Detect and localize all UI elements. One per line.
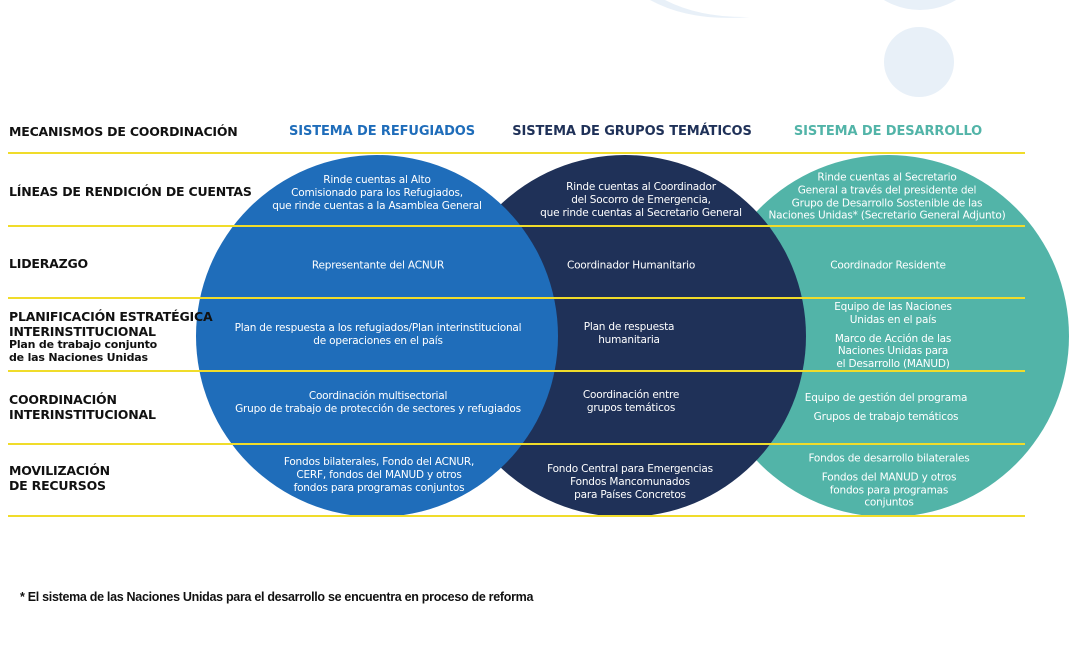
cell-line: Rinde cuentas al Alto [323, 173, 431, 186]
footnote: * El sistema de las Naciones Unidas para… [20, 590, 534, 604]
cell-refugiados-movilizacion: Fondos bilaterales, Fondo del ACNUR,CERF… [284, 456, 474, 494]
cell-line: para Países Concretos [574, 488, 686, 501]
row-label-line: DE RECURSOS [9, 478, 106, 493]
cell-line: Grupo de Desarrollo Sostenible de las [791, 197, 983, 209]
cell-line: Coordinador Residente [830, 259, 946, 272]
row-sublabel-line: Plan de trabajo conjunto [9, 338, 157, 351]
cell-line: fondos para programas conjuntos [293, 481, 465, 494]
row-label-coordinacion: COORDINACIÓN INTERINSTITUCIONAL [9, 392, 156, 422]
desarrollo-circle [707, 155, 1069, 517]
row-label-line: PLANIFICACIÓN ESTRATÉGICA [9, 309, 213, 324]
cell-line: Comisionado para los Refugiados, [291, 186, 463, 199]
row-divider [8, 297, 1025, 299]
cell-line: el Desarrollo (MANUD) [836, 358, 950, 371]
cell-line: Plan de respuesta a los refugiados/Plan … [234, 322, 522, 335]
cell-line: conjuntos [864, 496, 914, 509]
cell-line: Plan de respuesta [583, 321, 675, 334]
cell-line: General a través del presidente del [797, 184, 977, 197]
decorative-small-circle [884, 27, 954, 97]
cell-line: Fondo Central para Emergencias [547, 462, 713, 475]
row-divider [8, 225, 1025, 227]
cell-line: Representante del ACNUR [311, 259, 445, 272]
refugiados-circle [196, 155, 558, 517]
cell-line: Fondos de desarrollo bilaterales [808, 452, 970, 465]
row-label-movilizacion: MOVILIZACIÓN DE RECURSOS [9, 463, 110, 493]
row-divider [8, 152, 1025, 154]
cell-line: Fondos bilaterales, Fondo del ACNUR, [283, 455, 475, 468]
cell-line: Naciones Unidas* (Secretario General Adj… [768, 209, 1006, 222]
cell-refugiados-planificacion: Plan de respuesta a los refugiados/Plan … [235, 322, 522, 348]
cell-line: Grupo de trabajo de protección de sector… [235, 403, 521, 415]
row-label-line: INTERINSTITUCIONAL [9, 324, 156, 339]
cell-grupos-liderazgo: Coordinador Humanitario [567, 260, 695, 273]
cell-line: CERF, fondos del MANUD y otros [296, 468, 462, 481]
row-label-planificacion: PLANIFICACIÓN ESTRATÉGICA INTERINSTITUCI… [9, 309, 213, 364]
row-label-line: COORDINACIÓN [9, 392, 117, 407]
row-divider [8, 443, 1025, 445]
decorative-large-circle [883, 0, 957, 10]
cell-line: que rinde cuentas a la Asamblea General [272, 199, 482, 212]
cell-line: del Socorro de Emergencia, [571, 193, 711, 206]
decorative-circles [650, 0, 957, 97]
cell-line: que rinde cuentas al Secretario General [540, 206, 742, 219]
cell-line: Grupos de trabajo temáticos [813, 411, 959, 423]
grupos-circle [444, 155, 806, 517]
cell-line: Rinde cuentas al Secretario [817, 171, 957, 184]
cell-line: Equipo de gestión del programa [804, 392, 968, 405]
row-sublabel-line: de las Naciones Unidas [9, 350, 148, 364]
cell-line: Naciones Unidas para [837, 345, 949, 358]
cell-line: Coordinación multisectorial [308, 390, 448, 403]
column-header-desarrollo: SISTEMA DE DESARROLLO [793, 124, 983, 139]
cell-desarrollo-liderazgo: Coordinador Residente [830, 260, 946, 273]
cell-line: Rinde cuentas al Coordinador [566, 180, 716, 193]
cell-line: de operaciones en el país [313, 335, 443, 347]
cell-line: Marco de Acción de las [834, 332, 952, 345]
row-label-line: MOVILIZACIÓN [9, 463, 110, 478]
row-label-rendicion: LÍNEAS DE RENDICIÓN DE CUENTAS [9, 184, 252, 199]
cell-line: Fondos Mancomunados [570, 475, 690, 488]
cell-line: Unidas en el país [849, 313, 937, 326]
row-header-label: MECANISMOS DE COORDINACIÓN [9, 124, 238, 139]
cell-line: Coordinador Humanitario [566, 259, 696, 272]
column-header-grupos: SISTEMA DE GRUPOS TEMÁTICOS [512, 124, 752, 139]
cell-line: grupos temáticos [586, 402, 676, 414]
row-divider [8, 370, 1025, 372]
row-label-liderazgo: LIDERAZGO [9, 256, 88, 271]
cell-line: Equipo de las Naciones [834, 301, 952, 314]
row-divider [8, 515, 1025, 517]
cell-line: Fondos del MANUD y otros [821, 471, 957, 484]
cell-line: humanitaria [598, 334, 660, 346]
decorative-crescent [650, 0, 750, 18]
cell-line: fondos para programas [829, 484, 949, 496]
cell-line: Coordinación entre [582, 389, 680, 402]
row-label-line: INTERINSTITUCIONAL [9, 407, 156, 422]
cell-refugiados-liderazgo: Representante del ACNUR [312, 260, 444, 273]
column-header-refugiados: SISTEMA DE REFUGIADOS [288, 124, 476, 139]
